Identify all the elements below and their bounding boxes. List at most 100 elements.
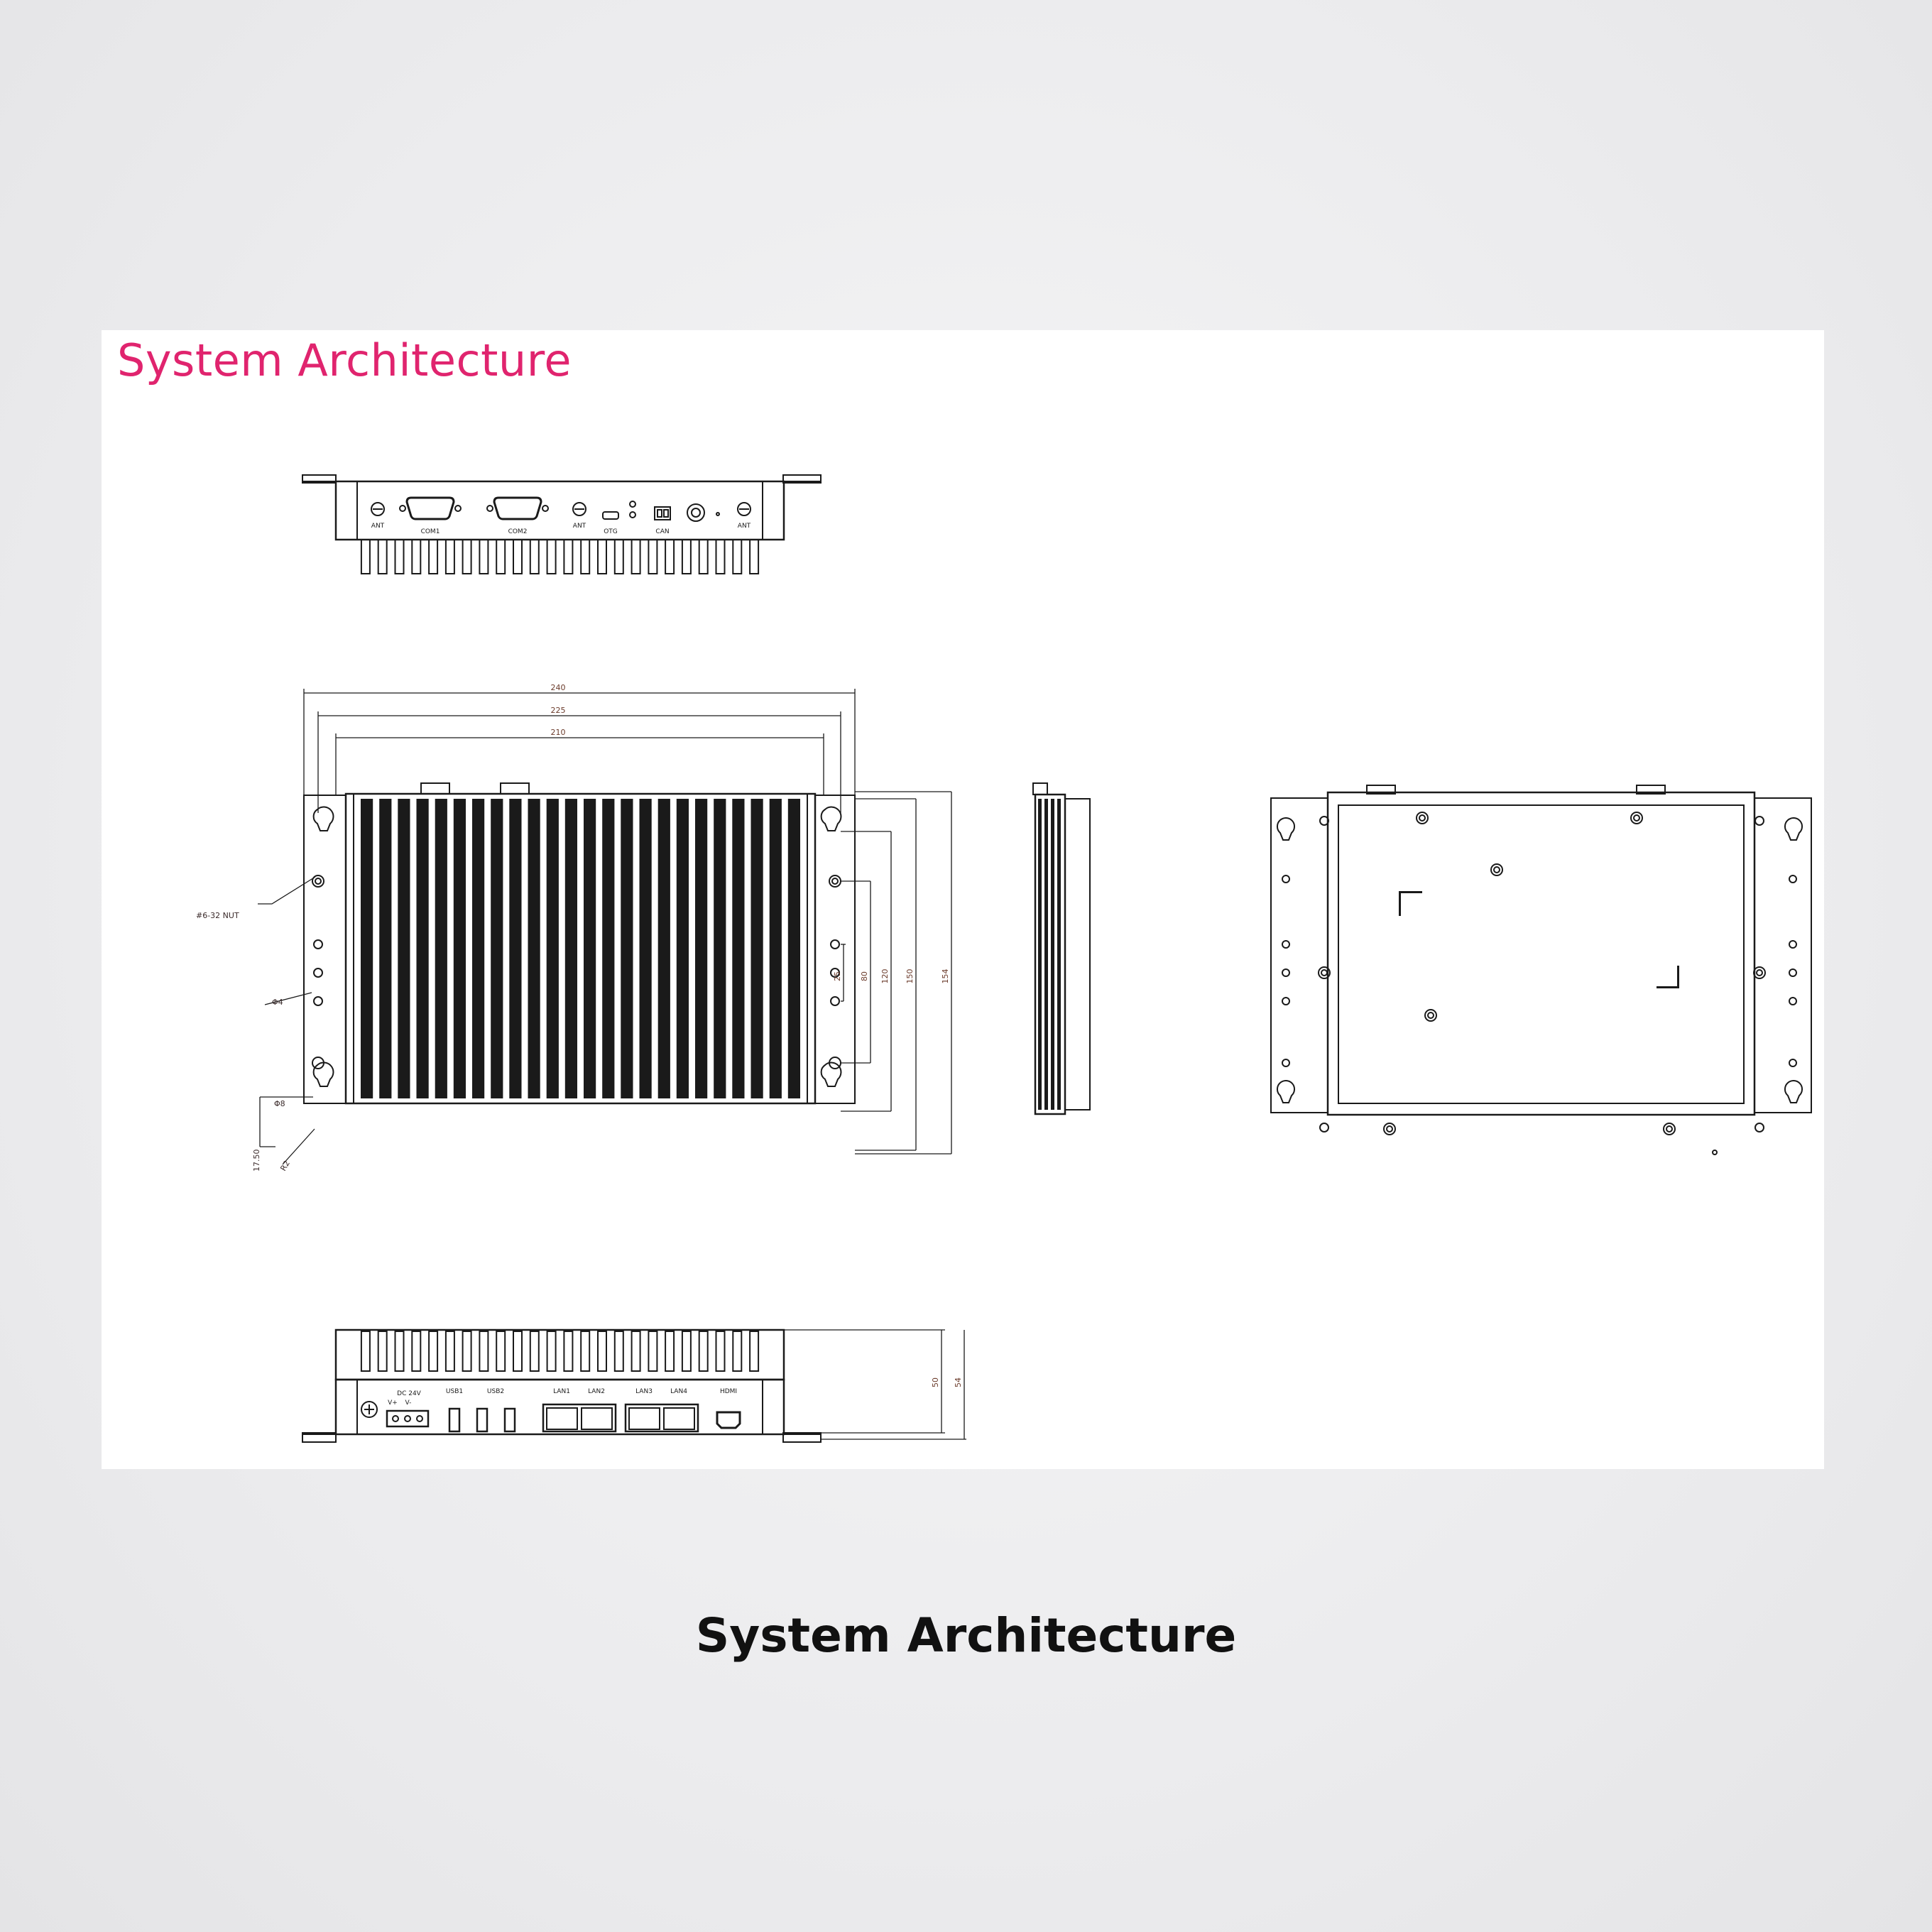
card-title: System Architecture — [117, 334, 572, 386]
spec-card: System Architecture — [102, 330, 1824, 1469]
label-ant-2: ANT — [573, 523, 586, 530]
heatsink-fin — [580, 539, 591, 574]
label-vplus: V+ — [388, 1399, 398, 1407]
heatsink-fin — [529, 1331, 540, 1372]
otg-connector — [602, 511, 619, 520]
heatsink-fin — [462, 539, 472, 574]
heatsink-fin — [732, 799, 745, 1098]
horizontal-dimension-labels: 240 225 210 — [551, 683, 566, 737]
heatsink-fin — [648, 1331, 658, 1372]
heatsink-fin — [479, 1331, 489, 1372]
hole-label-4: Φ4 — [272, 998, 283, 1007]
ground-screw-icon — [361, 1401, 378, 1418]
horizontal-dimensions — [303, 689, 856, 813]
heatsink-fin — [695, 799, 708, 1098]
heatsink-fin — [428, 539, 439, 574]
heatsink-fin — [377, 539, 388, 574]
heatsink-fin — [1038, 799, 1042, 1110]
heatsink-fin — [528, 799, 540, 1098]
vertical-dimensions — [841, 791, 952, 1155]
heatsink-fin — [698, 1331, 709, 1372]
heatsink-fin — [715, 539, 726, 574]
heatsink-fin — [428, 1331, 439, 1372]
heatsink-fin — [509, 799, 522, 1098]
heatsink-fin — [479, 539, 489, 574]
heatsink-fin — [394, 539, 405, 574]
heatsink-fin — [513, 1331, 523, 1372]
dim-54: 54 — [954, 1377, 963, 1387]
dim-50: 50 — [931, 1377, 940, 1387]
front-panel-view: ANT COM1 COM2 ANT OTG CAN ANT — [302, 474, 822, 574]
heatsink-fin — [648, 539, 658, 574]
heatsink-fin — [453, 799, 466, 1098]
heatsink-fin — [631, 1331, 641, 1372]
heatsink-fin — [529, 539, 540, 574]
lan-ports — [542, 1403, 699, 1433]
label-lan4: LAN4 — [670, 1388, 687, 1395]
label-vminus: V- — [405, 1399, 412, 1407]
heatsink-fin — [621, 799, 633, 1098]
label-can: CAN — [655, 528, 669, 535]
heatsink-fin — [398, 799, 410, 1098]
heatsink-fin — [1057, 799, 1061, 1110]
label-usb2: USB2 — [487, 1388, 504, 1395]
label-lan1: LAN1 — [553, 1388, 570, 1395]
heatsink-fin — [1044, 799, 1048, 1110]
dc-power-connector — [386, 1409, 430, 1428]
heatsink-fin — [564, 799, 577, 1098]
hdmi-port — [716, 1411, 741, 1429]
ant-connector-1 — [371, 502, 385, 516]
leader-lines — [258, 876, 316, 1165]
heatsink-fin — [462, 1331, 472, 1372]
heatsink-fin — [714, 799, 726, 1098]
heatsink-fin — [435, 799, 447, 1098]
label-hdmi: HDMI — [720, 1388, 737, 1395]
heatsink-fin — [769, 799, 782, 1098]
heatsink-fin — [394, 1331, 405, 1372]
heatsink-fin — [631, 539, 641, 574]
heatsink-fin — [676, 799, 689, 1098]
heatsink-fin — [496, 1331, 506, 1372]
offset-label: 17.50 — [252, 1150, 261, 1172]
rear-panel-view: DC 24V V+ V- USB1 USB2 LAN1 LAN2 LAN3 LA… — [302, 1328, 966, 1443]
heatsink-fin — [749, 1331, 760, 1372]
dim-240: 240 — [551, 683, 566, 692]
heatsink-fin — [491, 799, 503, 1098]
side-view — [1032, 782, 1091, 1115]
label-usb1: USB1 — [446, 1388, 463, 1395]
heatsink-fin — [732, 539, 743, 574]
heatsink-fin — [749, 539, 760, 574]
rear-dimension-labels: 50 54 — [931, 1377, 963, 1387]
dim-150: 150 — [905, 969, 915, 984]
heatsink-fin — [411, 1331, 422, 1372]
dim-210: 210 — [551, 728, 566, 737]
heatsink-fin — [472, 799, 485, 1098]
heatsink-fin — [546, 539, 557, 574]
heatsink-fin — [715, 1331, 726, 1372]
top-view: 240 225 210 — [196, 683, 952, 1173]
side-heatsink-fins — [1038, 799, 1061, 1110]
heatsink-fin — [665, 1331, 675, 1372]
dim-80: 80 — [860, 971, 869, 981]
heatsink-fin — [411, 539, 422, 574]
heatsink-fin — [580, 1331, 591, 1372]
heatsink-fin — [1051, 799, 1054, 1110]
vertical-dimension-labels: 25 80 120 150 154 — [833, 969, 950, 984]
heatsink-fin — [513, 539, 523, 574]
label-otg: OTG — [604, 528, 618, 535]
heatsink-fin — [657, 799, 670, 1098]
heatsink-fin — [681, 539, 692, 574]
usb-ports — [448, 1407, 516, 1433]
heatsink-fin — [787, 799, 800, 1098]
heatsink-fin — [584, 799, 596, 1098]
status-leds — [629, 501, 636, 518]
rear-heatsink-fins — [360, 1331, 760, 1372]
heatsink-fin — [496, 539, 506, 574]
heatsink-fin — [639, 799, 652, 1098]
bottom-holes — [1282, 812, 1797, 1135]
heatsink-fin — [444, 1331, 455, 1372]
rear-panel-labels: DC 24V V+ V- USB1 USB2 LAN1 LAN2 LAN3 LA… — [388, 1388, 737, 1407]
heatsink-fin — [360, 1331, 371, 1372]
heatsink-fin — [698, 539, 709, 574]
heatsink-fin — [613, 539, 624, 574]
